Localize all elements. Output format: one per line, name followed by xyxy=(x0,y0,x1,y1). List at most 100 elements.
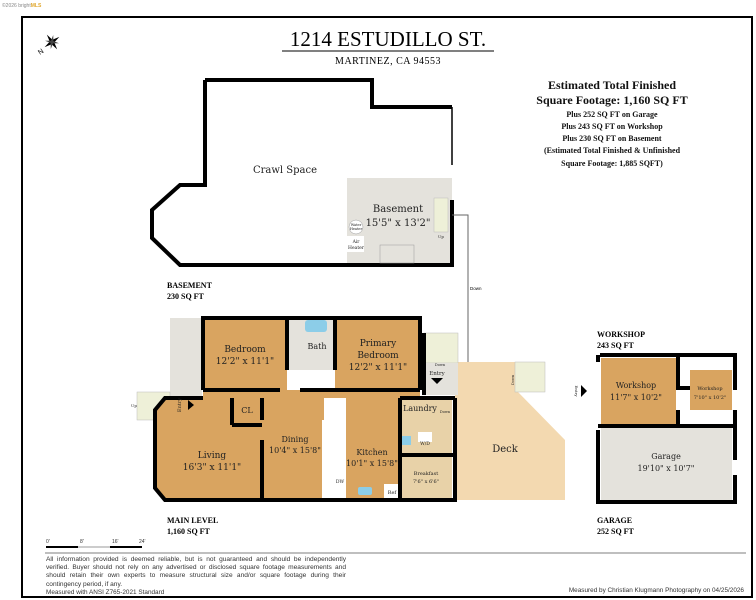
kitchen-room xyxy=(346,390,400,500)
measured-by: Measured by Christian Klugmann Photograp… xyxy=(568,587,744,594)
workshop-garage-plan xyxy=(596,353,737,504)
entry-label: Entry xyxy=(574,385,579,397)
bathtub-icon xyxy=(305,320,327,332)
compass-label: N xyxy=(37,48,45,57)
primary-bedroom-room xyxy=(335,318,420,390)
dishwasher-label: DW xyxy=(336,479,345,485)
wall xyxy=(205,78,452,109)
room-dims-primary-bedroom: 12'2" x 11'1" xyxy=(349,363,407,373)
stairs-down-label: Down xyxy=(470,286,482,291)
refrigerator xyxy=(384,484,400,500)
workshop-room xyxy=(601,358,676,425)
room-label-bedroom: Bedroom xyxy=(224,345,266,355)
stairs-up-label: Up xyxy=(131,403,137,408)
room-label-laundry: Laundry xyxy=(403,404,437,413)
level-name-garage: GARAGE xyxy=(597,516,632,525)
refrigerator-label: Ref xyxy=(388,490,398,496)
summary-line: Estimated Total Finished xyxy=(548,78,676,92)
room-label-dining: Dining xyxy=(282,435,309,444)
dishwasher xyxy=(334,475,346,487)
page-border xyxy=(21,16,753,598)
entry-arrow-icon xyxy=(188,400,194,410)
level-name-basement: BASEMENT xyxy=(167,281,213,290)
logo-brand: MLS xyxy=(30,3,42,9)
stairs-up-label: Up xyxy=(438,234,444,239)
city-subtitle: MARTINEZ, CA 94553 xyxy=(335,56,441,67)
dining-room xyxy=(262,390,324,500)
compass-icon xyxy=(44,34,60,50)
laundry-room xyxy=(400,398,452,455)
room-label-deck: Deck xyxy=(492,444,519,455)
room-dims-living: 16'3" x 11'1" xyxy=(183,463,241,473)
disclaimer-text: All information provided is deemed relia… xyxy=(46,556,346,588)
summary-line: Plus 243 SQ FT on Workshop xyxy=(561,122,663,131)
level-area-garage: 252 SQ FT xyxy=(597,527,635,536)
deck-area xyxy=(455,362,565,500)
basement-stairs xyxy=(433,197,449,233)
room-dims-breakfast: 7'6" x 6'6" xyxy=(413,479,439,485)
basement-plan: Crawl Space Basement 15'5" x 13'2" Water… xyxy=(150,78,482,430)
room-dims-bedroom: 12'2" x 11'1" xyxy=(216,357,274,367)
room-dims-kitchen: 10'1" x 15'8" xyxy=(346,459,398,468)
measurement-standard: Measured with ANSI Z765-2021 Standard xyxy=(46,589,165,596)
stairs-down-label: Down xyxy=(440,410,451,414)
room-label-workshop-small: Workshop xyxy=(697,386,722,392)
laundry-sink-icon xyxy=(402,436,411,445)
level-name-main: MAIN LEVEL xyxy=(167,516,218,525)
deck-stairs xyxy=(514,361,546,393)
level-name-workshop: WORKSHOP xyxy=(597,330,645,339)
logo-text: ©2026 bright xyxy=(2,3,31,9)
water-heater-label: Water xyxy=(351,223,362,227)
scale-tick: 8' xyxy=(80,539,84,545)
entry-stairs xyxy=(423,332,459,364)
washer-dryer-label: W/D xyxy=(420,441,430,447)
room-label-kitchen: Kitchen xyxy=(356,448,387,457)
room-label-basement: Basement xyxy=(373,204,423,215)
room-label-crawl-space: Crawl Space xyxy=(253,165,317,176)
stairs-down-label: Down xyxy=(511,374,515,385)
entry-label: Entry xyxy=(177,398,183,412)
level-area-main: 1,160 SQ FT xyxy=(167,527,211,536)
summary-line: Plus 252 SQ FT on Garage xyxy=(566,110,658,119)
water-heater-label: Heater xyxy=(350,227,363,231)
air-heater-label: Air xyxy=(352,239,361,245)
entry-arrow-icon xyxy=(581,385,587,397)
scale-bar: 0' 8' 16' 24' xyxy=(46,539,146,548)
room-dims-workshop-small: 7'10" x 10'2" xyxy=(694,395,726,401)
water-heater-icon xyxy=(348,219,364,235)
room-label-primary-bedroom: Primary xyxy=(360,339,397,349)
air-heater-icon xyxy=(347,236,364,252)
garage-room xyxy=(601,428,732,500)
kitchen-sink-icon xyxy=(358,487,372,495)
room-label-breakfast: Breakfast xyxy=(414,471,438,477)
summary-block: Estimated Total Finished Square Footage:… xyxy=(536,78,687,168)
breakfast-room xyxy=(400,455,452,500)
room-label-living: Living xyxy=(198,451,227,461)
bedroom-room xyxy=(203,318,287,390)
washer-dryer xyxy=(418,432,432,442)
main-level-plan xyxy=(136,316,565,502)
stairs-connector xyxy=(452,214,469,430)
address-title: 1214 ESTUDILLO ST. xyxy=(290,27,486,51)
room-dims-dining: 10'4" x 15'8" xyxy=(269,446,321,455)
closet xyxy=(232,398,262,425)
summary-line: Square Footage: 1,885 SQFT) xyxy=(561,159,663,168)
room-label-bath: Bath xyxy=(307,342,326,351)
room-label-workshop: Workshop xyxy=(616,381,656,390)
scale-tick: 24' xyxy=(139,539,146,545)
scale-tick: 16' xyxy=(112,539,119,545)
room-label-primary-bedroom: Bedroom xyxy=(357,351,399,361)
workshop-small-room xyxy=(690,370,732,410)
air-heater-label: Heater xyxy=(348,245,365,251)
room-label-garage: Garage xyxy=(651,452,681,461)
entry-arrow-icon xyxy=(431,378,443,384)
watermark-logo: ©2026 brightMLS xyxy=(2,3,41,9)
entry-label: Entry xyxy=(429,371,445,377)
level-area-basement: 230 SQ FT xyxy=(167,292,205,301)
room-label-closet: CL xyxy=(241,406,253,415)
summary-line: (Estimated Total Finished & Unfinished xyxy=(544,146,681,155)
kitchen-counter xyxy=(322,420,346,500)
level-area-workshop: 243 SQ FT xyxy=(597,341,635,350)
wall xyxy=(150,80,454,267)
